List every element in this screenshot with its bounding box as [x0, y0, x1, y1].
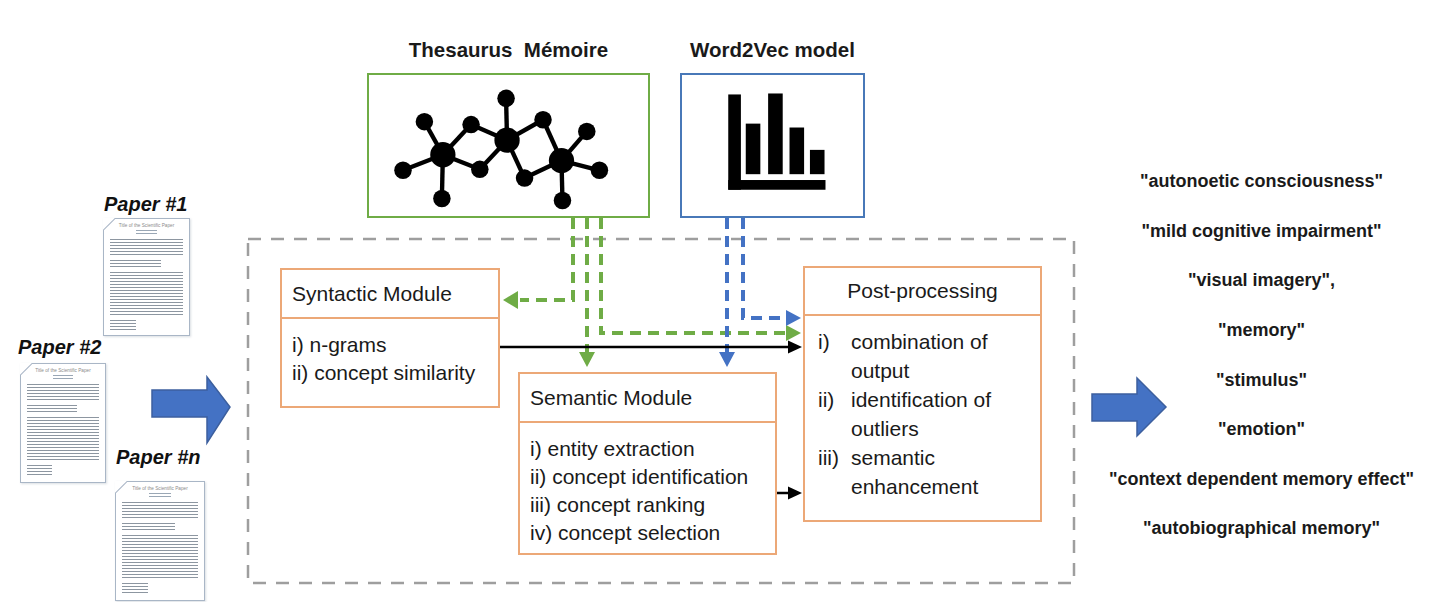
thesaurus-to-syntactic-arrow: [520, 218, 573, 300]
output-arrow: [1092, 378, 1166, 436]
input-arrow: [152, 377, 230, 443]
thesaurus-to-post-arrow: [601, 218, 786, 333]
word2vec-to-post-arrow: [743, 218, 786, 318]
pipeline-dashed-border: [248, 239, 1074, 583]
